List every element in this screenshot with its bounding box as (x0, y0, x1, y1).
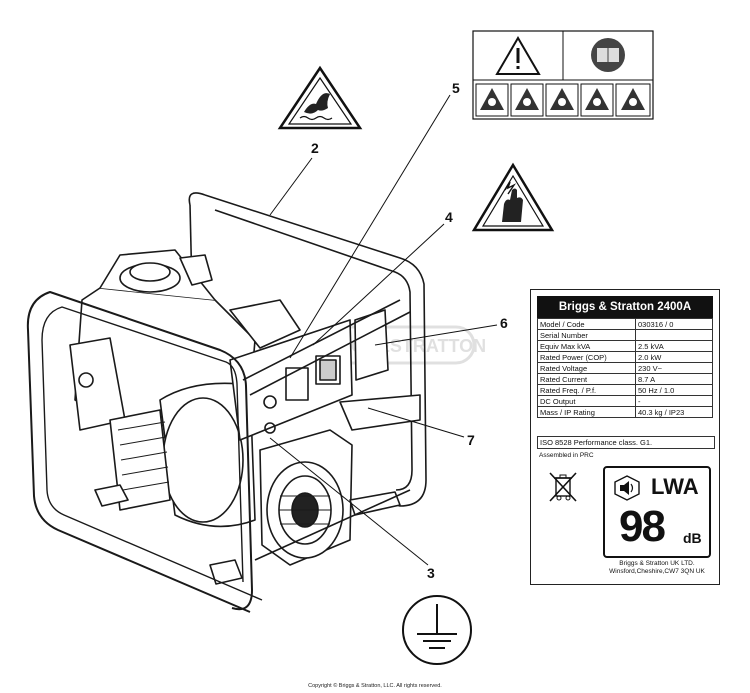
spec-value: 50 Hz / 1.0 (635, 384, 713, 396)
manufacturer-line-2: Winsford,Cheshire,CW7 3QN UK (609, 568, 705, 575)
spec-label: DC Output (537, 395, 636, 407)
spec-row: Serial Number (537, 329, 713, 341)
spec-label: Rated Current (537, 373, 636, 385)
spec-label: Mass / IP Rating (537, 406, 636, 418)
spec-row: Rated Power (COP)2.0 kW (537, 351, 713, 363)
spec-value: - (635, 395, 713, 407)
assembled-in: Assembled in PRC (539, 452, 594, 459)
manufacturer-address: Briggs & Stratton UK LTD. Winsford,Chesh… (599, 560, 715, 576)
spec-value: 2.5 kVA (635, 340, 713, 352)
sound-power-label: LWA 98 dB (603, 466, 711, 558)
callout-5: 5 (452, 80, 460, 96)
safety-label-panel (472, 30, 654, 120)
spec-value: 40.3 kg / IP23 (635, 406, 713, 418)
spec-value: 030316 / 0 (635, 318, 713, 330)
spec-label: Equiv Max kVA (537, 340, 636, 352)
spec-label: Rated Voltage (537, 362, 636, 374)
callout-6: 6 (500, 315, 508, 331)
spec-row: Rated Freq. / P.f.50 Hz / 1.0 (537, 384, 713, 396)
spec-label: Model / Code (537, 318, 636, 330)
spec-value: 230 V~ (635, 362, 713, 374)
spec-value: 8.7 A (635, 373, 713, 385)
spec-label: Rated Freq. / P.f. (537, 384, 636, 396)
generator-assembly (26, 192, 427, 613)
callout-3: 3 (427, 565, 435, 581)
iso-performance-line: ISO 8528 Performance class. G1. (537, 436, 715, 449)
lwa-value: 98 (619, 502, 666, 551)
spec-label: Serial Number (537, 329, 636, 341)
spec-value: 2.0 kW (635, 351, 713, 363)
electric-shock-warning-label (471, 162, 555, 232)
spec-label: Rated Power (COP) (537, 351, 636, 363)
leader-lines (269, 94, 498, 566)
copyright: Copyright © Briggs & Stratton, LLC. All … (308, 683, 442, 689)
weee-bin-icon (549, 472, 577, 502)
lwa-label: LWA (651, 474, 699, 499)
spec-row: DC Output- (537, 395, 713, 407)
callout-2: 2 (311, 140, 319, 156)
manufacturer-line-1: Briggs & Stratton UK LTD. (619, 560, 695, 567)
callout-4: 4 (445, 209, 453, 225)
hot-surface-warning-label (277, 65, 363, 130)
rating-plate-title: Briggs & Stratton 2400A (537, 296, 713, 318)
ground-symbol (402, 595, 472, 665)
callout-7: 7 (467, 432, 475, 448)
lwa-unit: dB (683, 530, 702, 546)
spec-value (635, 329, 713, 341)
speaker-icon (614, 475, 640, 501)
